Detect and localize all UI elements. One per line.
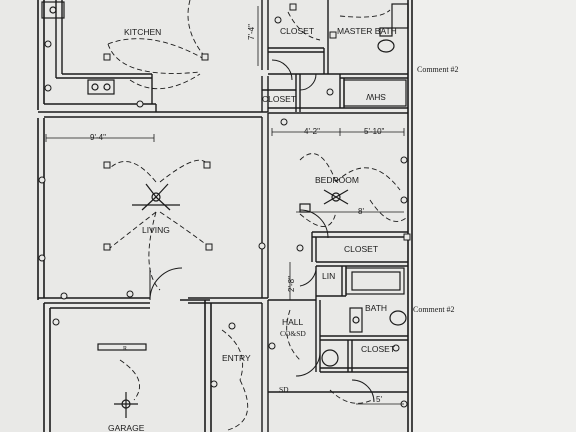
water-heater [321, 349, 339, 367]
exterior-walls [37, 0, 413, 432]
room-labels: KITCHEN CLOSET MASTER BATH CLOSET SHW LI… [108, 26, 397, 432]
label-lin: LIN [322, 271, 335, 281]
kitchen-sink [41, 1, 65, 19]
label-master-bath: MASTER BATH [337, 26, 397, 36]
bath-toilet [389, 310, 407, 326]
label-living: LIVING [142, 225, 170, 235]
label-closet-bed: CLOSET [344, 244, 378, 254]
dimension-lines [45, 6, 405, 405]
comment-2: Comment #2 [413, 305, 455, 314]
label-bath: BATH [365, 303, 387, 313]
label-closet-top: CLOSET [280, 26, 314, 36]
bathtub [345, 267, 405, 295]
label-shw: SHW [366, 92, 386, 102]
garage-fluorescent [97, 343, 147, 351]
label-sd: SD [279, 385, 289, 394]
dim-7-4: 7'-4" [247, 24, 256, 40]
ceiling-fan-living [132, 183, 180, 211]
dim-5: 5' [376, 395, 382, 404]
paper-margin [412, 0, 576, 432]
bath-vanity [349, 307, 363, 333]
master-vanity [391, 3, 409, 29]
fixtures [41, 1, 409, 418]
sink-drain [49, 6, 57, 14]
comments: Comment #2 Comment #2 [413, 65, 459, 314]
label-hall: HALL [282, 317, 304, 327]
outlets [38, 3, 411, 408]
label-bedroom: BEDROOM [315, 175, 359, 185]
garage-light [114, 392, 138, 418]
dim-8: 8' [358, 207, 364, 216]
label-closet-mid: CLOSET [262, 94, 296, 104]
dim-2-8: 2'-8" [287, 276, 296, 292]
ceiling-fan-bedroom [323, 189, 349, 205]
comment-1: Comment #2 [417, 65, 459, 74]
dim-9-4: 9'-4" [90, 133, 106, 142]
shower [343, 79, 407, 107]
range [87, 79, 115, 95]
label-kitchen: KITCHEN [124, 27, 161, 37]
symbol-labels: CO&SD SD R [123, 329, 306, 394]
door-swings [149, 59, 375, 403]
label-cosd: CO&SD [280, 329, 306, 338]
label-r-garage: R [123, 346, 127, 352]
dimension-labels: 7'-4" 9'-4" 4'-2" 5'-10" 8' 2'-8" 5' [90, 24, 385, 404]
dim-5-10: 5'-10" [364, 127, 385, 136]
label-entry: ENTRY [222, 353, 251, 363]
electrical-arcs [107, 0, 407, 431]
label-garage: GARAGE [108, 423, 145, 432]
label-closet-low: CLOSET [361, 344, 395, 354]
dim-4-2: 4'-2" [304, 127, 320, 136]
master-toilet [377, 39, 395, 53]
